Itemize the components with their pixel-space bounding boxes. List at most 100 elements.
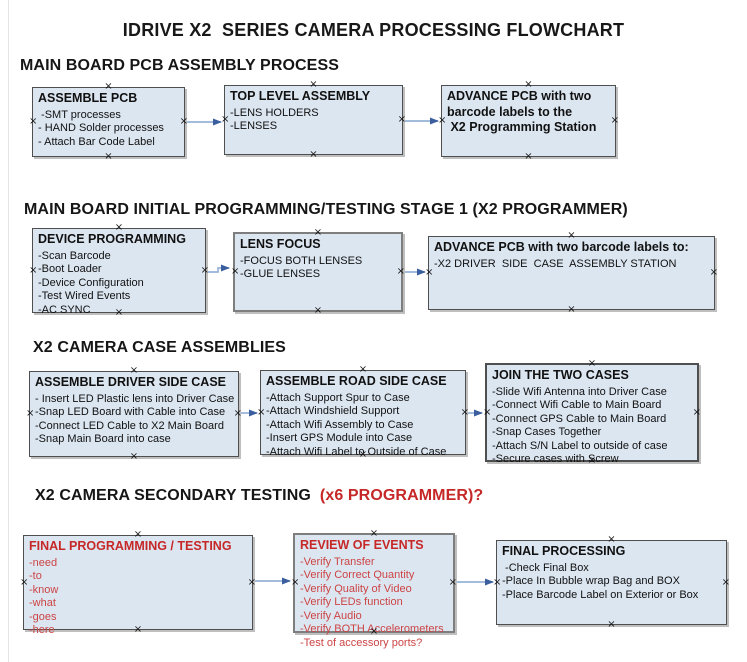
connection-point-icon: ×	[438, 115, 447, 126]
connection-point-icon: ×	[247, 576, 256, 588]
box-join-the-two-cases: JOIN THE TWO CASES -Slide Wifi Antenna i…	[483, 358, 701, 466]
box-item: -X2 DRIVER SIDE CASE ASSEMBLY STATION	[434, 257, 677, 270]
box-title: FINAL PROCESSING	[502, 544, 626, 558]
connection-point-icon: ×	[587, 358, 597, 369]
connection-point-icon: ×	[291, 577, 300, 588]
connection-point-icon: ×	[179, 116, 188, 127]
connection-point-icon: ×	[483, 406, 492, 418]
box-item: -Verify Quality of Video	[300, 582, 412, 595]
box-item: -Check Final Box	[502, 561, 589, 574]
box-item: - Attach Bar Code Label	[38, 135, 155, 148]
box-lens-focus: LENS FOCUS -FOCUS BOTH LENSES -GLUE LENS…	[231, 228, 405, 316]
connection-point-icon: ×	[397, 114, 406, 125]
box-item: -know	[29, 583, 59, 596]
connection-point-icon: ×	[20, 576, 29, 588]
box-item: -LENS HOLDERS	[230, 106, 319, 119]
connection-point-icon: ×	[448, 577, 457, 588]
box-item: -Test Wired Events	[38, 290, 131, 302]
section-heading-red-suffix: (x6 PROGRAMMER)?	[319, 487, 484, 504]
connector-elbow-arrow	[208, 264, 230, 273]
box-item: -Attach Wifi Assembly to Case	[266, 418, 414, 431]
box-review-of-events: REVIEW OF EVENTS -Verify Transfer -Verif…	[291, 529, 457, 649]
box-title: REVIEW OF EVENTS	[300, 538, 424, 552]
box-final-processing: FINAL PROCESSING -Check Final Box -Place…	[493, 534, 730, 630]
connection-point-icon: ×	[231, 266, 240, 277]
box-item: - Insert LED Plastic lens into Driver Ca…	[35, 392, 235, 405]
box-item: -Scan Barcode	[38, 249, 111, 262]
box-item: -Boot Loader	[38, 263, 102, 275]
section-heading-pcb-assembly: MAIN BOARD PCB ASSEMBLY PROCESS	[20, 57, 339, 74]
connection-point-icon: ×	[721, 576, 730, 588]
connection-point-icon: ×	[309, 149, 318, 160]
box-item: -LENSES	[230, 120, 278, 132]
box-title: TOP LEVEL ASSEMBLY	[230, 89, 371, 103]
connection-point-icon: ×	[607, 534, 616, 545]
section-heading-case-assemblies: X2 CAMERA CASE ASSEMBLIES	[33, 339, 286, 356]
connection-point-icon: ×	[709, 267, 718, 278]
section-heading-initial-programming: MAIN BOARD INITIAL PROGRAMMING/TESTING S…	[24, 201, 628, 218]
box-item: -Verify LEDs function	[300, 596, 403, 608]
connection-point-icon: ×	[129, 451, 139, 462]
box-assemble-driver-side-case: ASSEMBLE DRIVER SIDE CASE - Insert LED P…	[26, 365, 242, 462]
connection-point-icon: ×	[567, 304, 576, 315]
connection-point-icon: ×	[233, 408, 242, 419]
box-item: -AC SYNC	[38, 303, 91, 316]
box-item: -Connect GPS Cable to Main Board	[492, 412, 667, 425]
connection-point-icon: ×	[133, 529, 143, 540]
box-item: -here	[29, 624, 55, 636]
box-item: -Test of accessory ports?	[300, 636, 423, 649]
box-title: ASSEMBLE ROAD SIDE CASE	[266, 374, 447, 388]
section-heading-text: X2 CAMERA SECONDARY TESTING	[35, 487, 311, 504]
box-item: -Attach S/N Label to outside of case	[492, 439, 668, 452]
box-item: -FOCUS BOTH LENSES	[240, 254, 363, 267]
connection-point-icon: ×	[26, 408, 35, 419]
connection-point-icon: ×	[309, 79, 318, 90]
box-item: -Attach Support Spur to Case	[266, 391, 410, 404]
section-heading-secondary-testing: X2 CAMERA SECONDARY TESTING (x6 PROGRAMME…	[35, 487, 483, 505]
connection-point-icon: ×	[29, 264, 38, 276]
box-advance-pcb-programming-station: ADVANCE PCB with two barcode labels to t…	[438, 79, 619, 162]
box-title: LENS FOCUS	[240, 237, 321, 251]
connection-point-icon: ×	[425, 267, 434, 278]
box-item: -Attach Windshield Support	[266, 405, 400, 417]
box-title: ASSEMBLE PCB	[38, 91, 138, 105]
connection-point-icon: ×	[610, 115, 619, 126]
connection-point-icon: ×	[607, 619, 616, 630]
box-item: -Device Configuration	[38, 276, 144, 289]
box-item: -Place In Bubble wrap Bag and BOX	[502, 575, 680, 587]
connection-point-icon: ×	[692, 406, 701, 418]
box-item: -Slide Wifi Antenna into Driver Case	[492, 385, 667, 398]
box-item: -Snap Cases Together	[492, 426, 602, 438]
connection-point-icon: ×	[460, 406, 469, 418]
box-item: -what	[29, 597, 56, 609]
box-item: - HAND Solder processes	[38, 122, 164, 134]
connection-point-icon: ×	[114, 222, 124, 233]
connection-point-icon: ×	[129, 365, 139, 376]
connection-point-icon: ×	[104, 81, 113, 92]
box-item: -Insert GPS Module into Case	[266, 432, 413, 444]
box-item: -Secure cases with Screw	[492, 453, 619, 465]
canvas-edge	[8, 0, 9, 662]
box-item: -Verify Correct Quantity	[300, 569, 415, 581]
connection-point-icon: ×	[221, 114, 230, 125]
box-assemble-road-side-case: ASSEMBLE ROAD SIDE CASE -Attach Support …	[257, 364, 469, 460]
box-item: -goes	[29, 610, 57, 623]
box-item: -SMT processes	[38, 108, 121, 121]
connection-point-icon: ×	[524, 79, 533, 90]
box-item: -Verify Transfer	[300, 555, 375, 568]
box-title: DEVICE PROGRAMMING	[38, 232, 186, 246]
connection-point-icon: ×	[358, 364, 368, 375]
connection-point-icon: ×	[396, 266, 405, 277]
connection-point-icon: ×	[104, 151, 113, 162]
box-advance-pcb-driver-side-station: ADVANCE PCB with two barcode labels to: …	[425, 230, 718, 315]
box-item: -GLUE LENSES	[240, 268, 321, 280]
box-item: -Place Barcode Label on Exterior or Box	[502, 588, 699, 601]
connection-point-icon: ×	[567, 230, 576, 241]
box-title: JOIN THE TWO CASES	[492, 368, 629, 382]
box-final-programming-testing: FINAL PROGRAMMING / TESTING -need -to -k…	[20, 529, 256, 637]
box-item: -to	[29, 570, 42, 582]
box-item: -Connect Wifi Cable to Main Board	[492, 399, 662, 411]
box-item: -need	[29, 556, 58, 569]
box-title: FINAL PROGRAMMING / TESTING	[29, 539, 232, 553]
